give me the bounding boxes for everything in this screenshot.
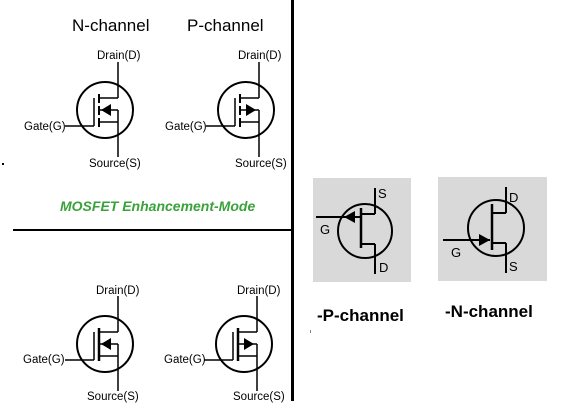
gate-label: Gate(G) <box>24 121 66 133</box>
symbol-label-g: G <box>451 245 462 260</box>
symbol-label-g: G <box>320 222 331 237</box>
source-label: Source(S) <box>233 391 285 403</box>
source-label: Source(S) <box>87 391 139 403</box>
vertical-divider <box>291 0 294 401</box>
gate-label: Gate(G) <box>165 121 207 133</box>
n-channel-enhancement-mosfet-symbol <box>65 62 134 157</box>
n-channel-depletion-mosfet-symbol <box>65 296 134 391</box>
source-label: Source(S) <box>89 158 141 170</box>
stray-tick <box>310 330 311 333</box>
drain-label: Drain(D) <box>97 50 141 62</box>
p-channel-depletion-mosfet-symbol <box>204 296 273 391</box>
p-channel-caption: -P-channel <box>317 306 404 325</box>
gate-label: Gate(G) <box>164 354 206 366</box>
source-label: Source(S) <box>235 158 287 170</box>
symbol-label-s: S <box>378 186 387 201</box>
drain-label: Drain(D) <box>237 285 281 297</box>
n-channel-caption: -N-channel <box>445 302 533 321</box>
n-channel-header: N-channel <box>72 16 150 35</box>
gate-label: Gate(G) <box>23 354 65 366</box>
p-channel-enhancement-mosfet-symbol <box>206 62 275 157</box>
stray-dot <box>2 163 4 165</box>
symbol-label-d: D <box>379 260 389 275</box>
n-channel-symbol <box>443 187 525 273</box>
n-channel-symbol-panel: G D S <box>438 177 547 281</box>
enhancement-mode-caption: MOSFET Enhancement-Mode <box>60 198 256 214</box>
p-channel-header: P-channel <box>187 16 264 35</box>
p-channel-symbol <box>316 188 393 274</box>
symbol-label-s: S <box>509 259 518 274</box>
drain-label: Drain(D) <box>238 50 282 62</box>
horizontal-divider <box>13 229 291 231</box>
symbol-label-d: D <box>509 190 519 205</box>
drain-label: Drain(D) <box>96 285 140 297</box>
p-channel-symbol-panel: G S D <box>313 178 411 282</box>
